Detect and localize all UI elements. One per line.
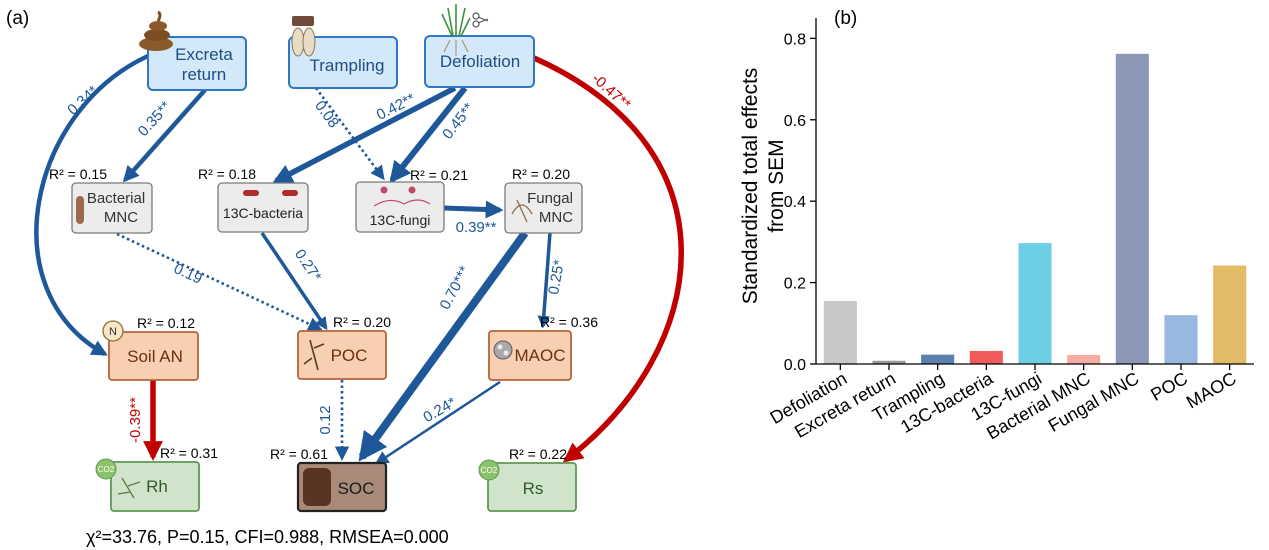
bar	[1213, 265, 1247, 364]
node-rs: Rs	[487, 462, 577, 512]
coef-13cfungi-fungal: 0.39**	[456, 219, 497, 236]
bar	[1164, 315, 1198, 364]
node-13cfungi-label: 13C-fungi	[370, 212, 431, 228]
node-defoliation-label: Defoliation	[440, 52, 520, 71]
node-maoc-label: MAOC	[515, 346, 566, 365]
path-fungal-soc	[358, 230, 529, 462]
y-axis-title-line2: from SEM	[765, 139, 788, 232]
node-rh-label: Rh	[146, 477, 168, 496]
bar	[1067, 355, 1101, 364]
node-rh: Rh	[110, 461, 200, 512]
node-13c-fungi: 13C-fungi	[355, 181, 445, 233]
model-fit-statistics: χ²=33.76, P=0.15, CFI=0.988, RMSEA=0.000	[86, 527, 449, 547]
node-bacterial-line1: Bacterial	[87, 190, 145, 207]
bars-group	[823, 53, 1247, 365]
node-fungal-line1: Fungal	[527, 190, 573, 207]
node-rs-label: Rs	[523, 479, 544, 498]
r2-fungal: R² = 0.20	[512, 166, 570, 182]
r2-rs: R² = 0.22	[509, 446, 567, 462]
node-soc: SOC	[296, 461, 388, 513]
r2-maoc: R² = 0.36	[540, 314, 598, 330]
panel-b-label: (b)	[834, 8, 857, 29]
coef-bacterial-poc: 0.19	[171, 260, 205, 288]
bar	[872, 360, 906, 364]
coef-trampling-13cfungi: 0.08	[311, 98, 342, 132]
path-13cbacteria-poc	[260, 232, 328, 331]
path-bacterial-poc	[116, 232, 323, 331]
nitrogen-icon: N	[102, 320, 124, 342]
bar	[1018, 243, 1052, 364]
coef-excreta-soilan: 0.34*	[64, 83, 102, 119]
node-soil-an: Soil AN	[108, 331, 199, 381]
y-tick-label: 0.4	[784, 194, 806, 211]
coef-defoliation-13cfungi: 0.45**	[439, 100, 478, 143]
co2-rh-badge-label: CO2	[98, 465, 115, 474]
path-maoc-soc	[374, 380, 501, 465]
node-excreta-line2: return	[182, 65, 226, 84]
node-excreta-return: Excreta return	[147, 36, 247, 91]
y-tick-label: 0.0	[784, 357, 806, 374]
node-soc-label: SOC	[338, 479, 375, 498]
node-trampling-label: Trampling	[310, 56, 385, 75]
node-poc-label: POC	[331, 346, 368, 365]
y-axis-title: Standardized total effects from SEM	[739, 68, 788, 305]
node-soilan-label: Soil AN	[127, 347, 183, 366]
node-excreta-line1: Excreta	[175, 45, 233, 64]
path-fungal-maoc	[537, 232, 552, 329]
path-defoliation-rs	[532, 55, 684, 463]
node-defoliation: Defoliation	[424, 35, 535, 88]
coef-soilan-rh: -0.39**	[127, 397, 144, 443]
y-tick-label: 0.2	[784, 276, 806, 293]
y-tick-label: 0.6	[784, 113, 806, 130]
node-fungal-line2: MNC	[539, 209, 573, 226]
co2-rs-badge-label: CO2	[481, 466, 498, 475]
y-axis: 0.0 0.2 0.4 0.6 0.8	[784, 18, 817, 374]
r2-13c-bacteria: R² = 0.18	[198, 166, 256, 182]
y-axis-title-line1: Standardized total effects	[739, 68, 762, 305]
grass-scissors-icon	[441, 4, 489, 56]
hoof-icon	[291, 16, 316, 57]
path-defoliation-13cfungi	[389, 86, 468, 184]
path-excreta-soilan	[34, 53, 149, 356]
co2-rs-icon: CO2	[478, 459, 500, 481]
node-maoc: MAOC	[488, 330, 572, 381]
bar	[1115, 53, 1149, 365]
excreta-icon	[139, 10, 173, 51]
co2-rh-icon: CO2	[95, 458, 117, 480]
r2-rh: R² = 0.31	[160, 445, 218, 461]
node-trampling: Trampling	[288, 36, 398, 89]
panel-a-label: (a)	[6, 8, 29, 29]
sem-path-diagram: (a) 0.34* 0.35** 0.08 0.42** 0.45** -0.4…	[6, 4, 684, 547]
r2-bacterial: R² = 0.15	[49, 166, 107, 182]
node-13c-bacteria: 13C-bacteria	[217, 182, 309, 233]
r2-13c-fungi: R² = 0.21	[410, 167, 468, 183]
total-effects-bar-chart: (b) Standardized total effects from SEM …	[739, 8, 1254, 443]
path-trampling-13cfungi	[314, 87, 385, 181]
x-tick-label: MAOC	[1183, 368, 1240, 412]
coef-fungal-maoc: 0.25*	[545, 258, 568, 296]
r2-soc: R² = 0.61	[270, 446, 328, 462]
nitrogen-badge-label: N	[109, 326, 117, 338]
r2-soil-an: R² = 0.12	[137, 315, 195, 331]
bar	[969, 350, 1003, 364]
r2-poc: R² = 0.20	[333, 314, 391, 330]
node-fungal-mnc: Fungal MNC	[504, 182, 583, 234]
coef-13cbacteria-poc: 0.27*	[291, 246, 325, 285]
coef-poc-soc: 0.12	[317, 405, 334, 434]
node-poc: POC	[297, 330, 387, 380]
path-13cfungi-fungal	[443, 200, 504, 219]
bar	[823, 300, 857, 364]
bar	[921, 354, 955, 364]
y-tick-label: 0.8	[784, 31, 806, 48]
node-13cbacteria-label: 13C-bacteria	[223, 205, 303, 221]
path-defoliation-13cbacteria	[272, 85, 457, 184]
node-bacterial-mnc: Bacterial MNC	[71, 182, 153, 234]
path-excreta-bacterial	[122, 88, 207, 183]
node-bacterial-line2: MNC	[104, 209, 138, 226]
